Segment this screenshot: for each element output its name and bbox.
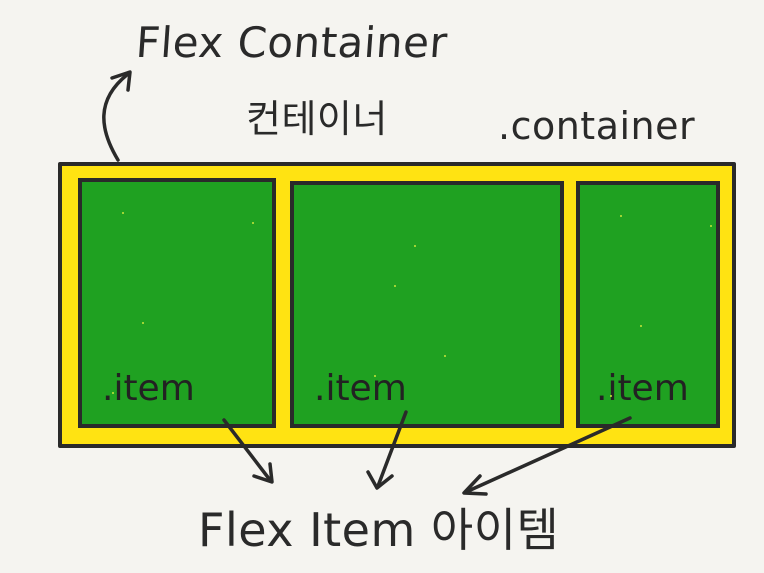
texture-speck — [394, 285, 396, 287]
flex-container-title: Flex Container — [134, 18, 450, 67]
item-3-label: .item — [596, 368, 689, 409]
texture-speck — [112, 392, 114, 394]
flex-container-korean-label: 컨테이너 — [246, 97, 388, 141]
flex-item-1: .item — [78, 178, 276, 428]
item-2-arrowhead — [366, 470, 394, 490]
container-class-label: .container — [498, 104, 696, 148]
texture-speck — [610, 395, 612, 397]
item-2-label: .item — [314, 368, 407, 409]
flex-item-2: .item — [290, 181, 564, 428]
texture-speck — [620, 215, 622, 217]
texture-speck — [640, 325, 642, 327]
texture-speck — [444, 355, 446, 357]
texture-speck — [122, 212, 124, 214]
texture-speck — [374, 375, 376, 377]
container-pointer-arrowhead — [110, 70, 132, 92]
texture-speck — [414, 245, 416, 247]
container-pointer-arrow — [102, 72, 130, 162]
texture-speck — [142, 322, 144, 324]
texture-speck — [252, 222, 254, 224]
item-3-arrowhead — [462, 474, 488, 496]
texture-speck — [710, 225, 712, 227]
flex-item-label: Flex Item 아이템 — [198, 503, 560, 557]
item-1-arrowhead — [252, 462, 274, 484]
item-1-label: .item — [102, 368, 195, 409]
flex-item-3: .item — [576, 181, 720, 428]
